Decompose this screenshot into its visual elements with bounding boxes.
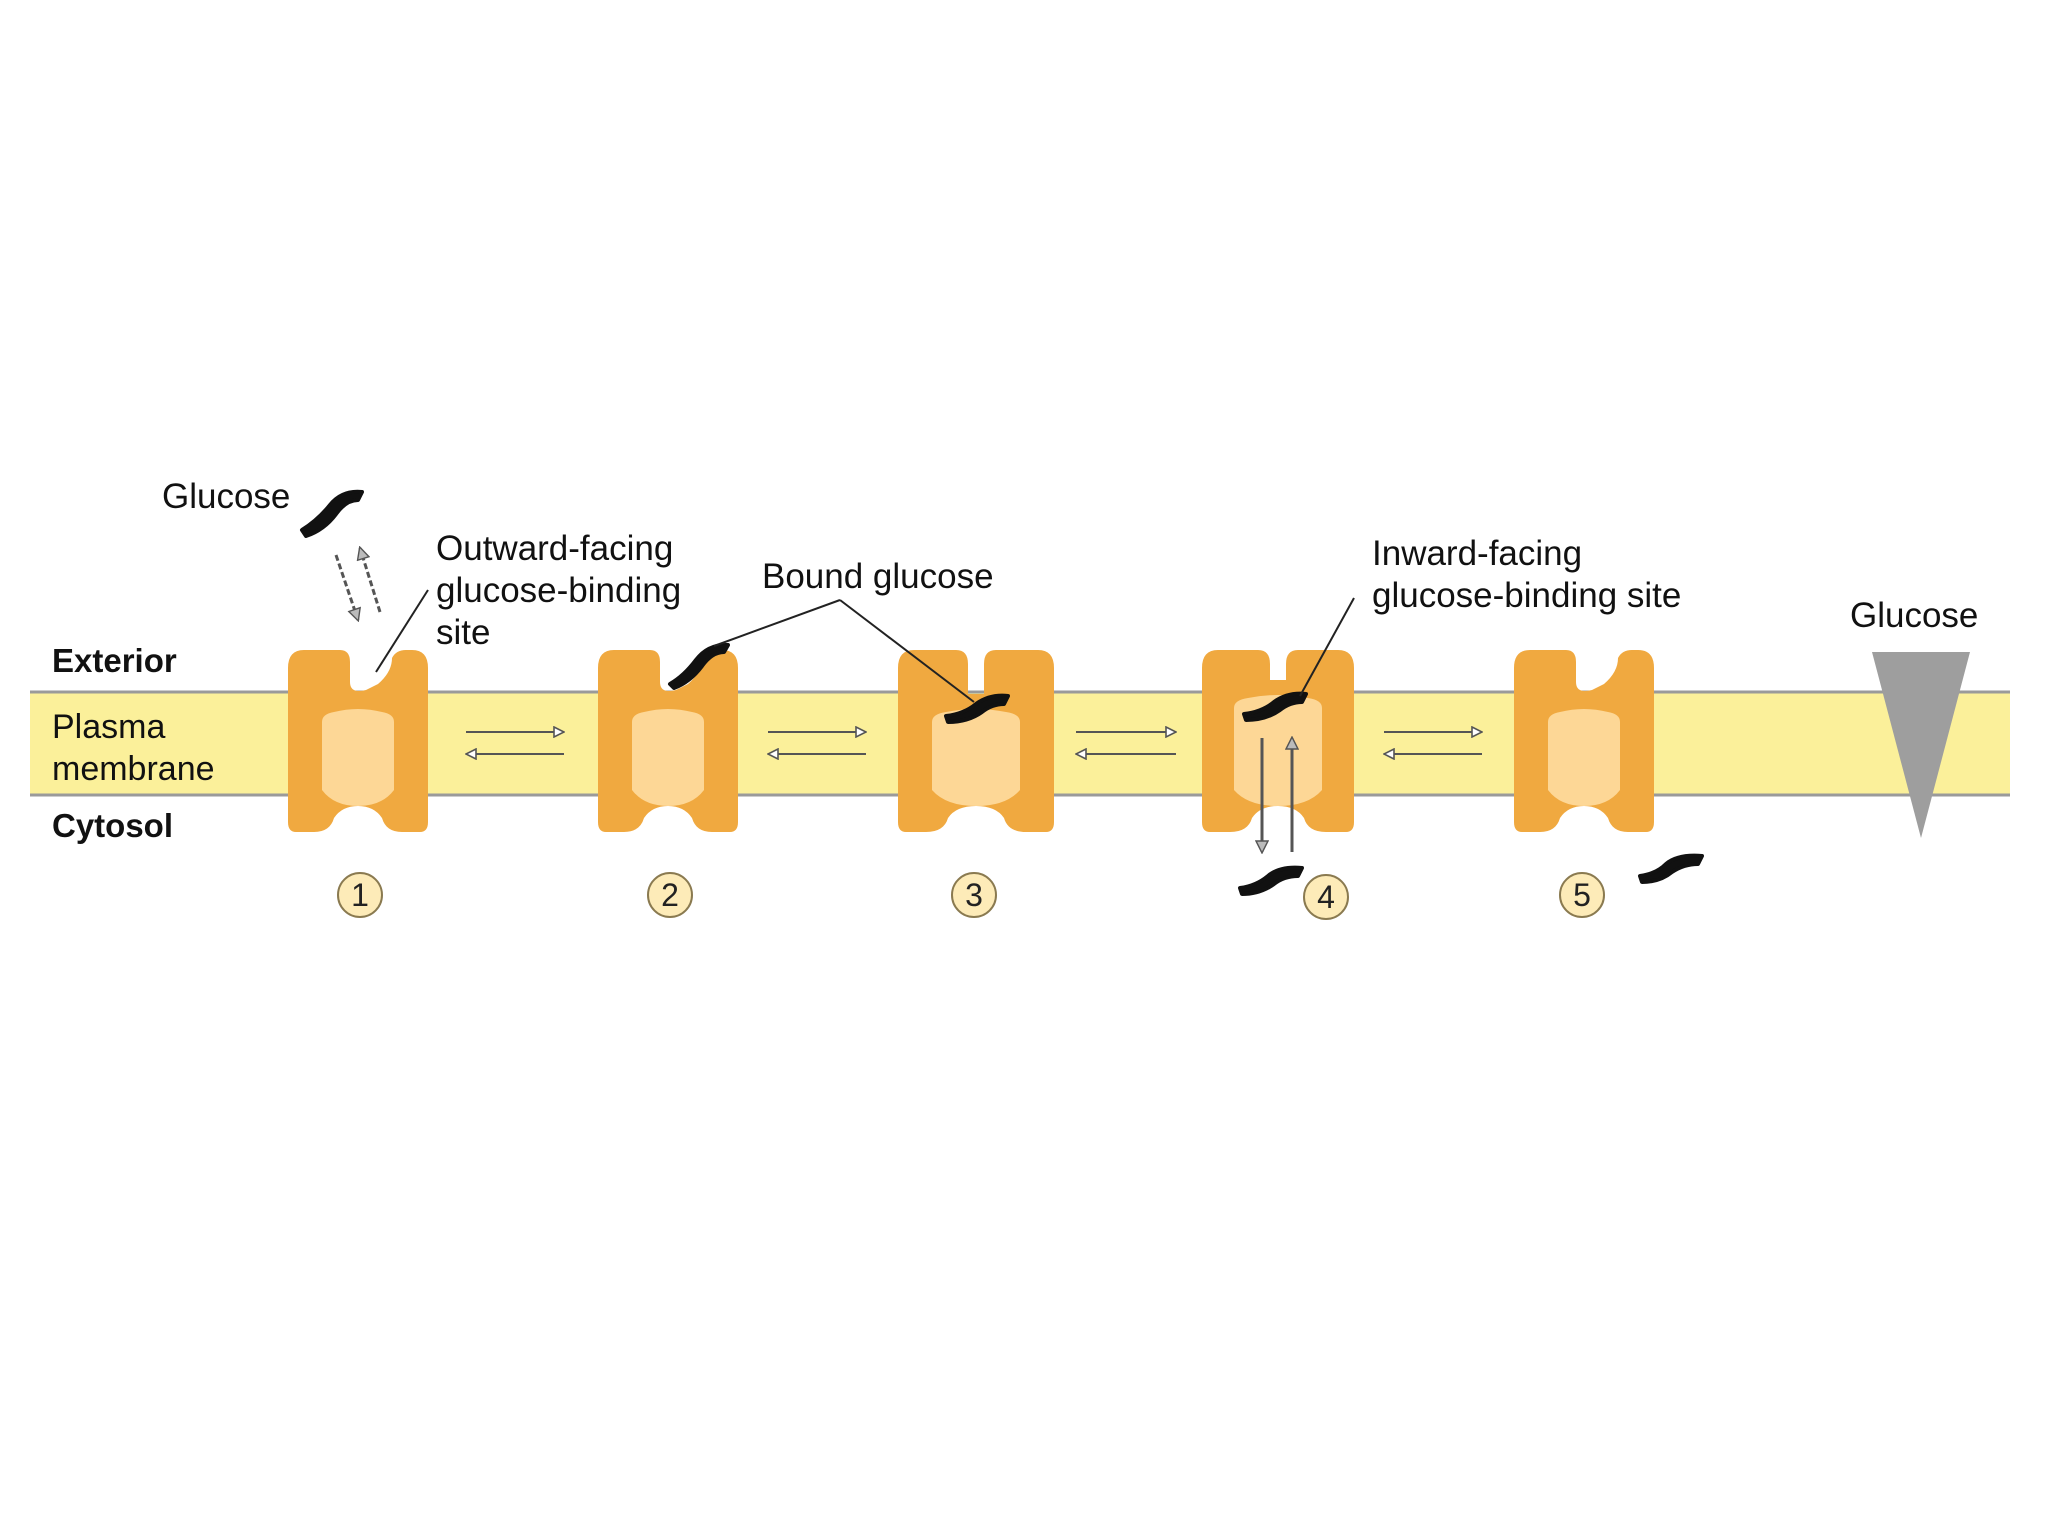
- outward-site-label-line3: site: [436, 613, 490, 652]
- glucose-gradient-label: Glucose: [1850, 596, 1978, 635]
- step-number-5: 5: [1573, 877, 1591, 913]
- outward-site-label-line2: glucose-binding: [436, 571, 681, 610]
- outward-site-label-line1: Outward-facing: [436, 529, 673, 568]
- step-number-2: 2: [661, 877, 679, 913]
- cytosol-label: Cytosol: [52, 807, 173, 844]
- transporter-state-4: [1202, 650, 1354, 832]
- glucose-exterior-label: Glucose: [162, 477, 290, 516]
- step-number-3: 3: [965, 877, 983, 913]
- cytosol-release-arrows: [1262, 738, 1292, 852]
- bound-glucose-label: Bound glucose: [762, 557, 994, 596]
- equilibrium-arrows-2-3: [768, 732, 866, 754]
- plasma-membrane-label-line2: membrane: [52, 750, 215, 788]
- glucose-molecule-released-4: [1238, 865, 1304, 896]
- inward-site-label-line2: glucose-binding site: [1372, 576, 1681, 615]
- step-badge-1: 1: [337, 872, 383, 918]
- step-number-1: 1: [351, 877, 369, 913]
- inward-site-label-line1: Inward-facing: [1372, 534, 1582, 573]
- plasma-membrane-label-line1: Plasma: [52, 708, 165, 746]
- glucose-molecule-bound-3: [944, 693, 1010, 724]
- step-badge-3: 3: [951, 872, 997, 918]
- glucose-gradient-triangle: [1872, 652, 1970, 838]
- transporter-state-3: [898, 650, 1054, 832]
- glucose-molecule-cytosol-5: [1638, 853, 1704, 884]
- callout-lines: [375, 589, 1355, 703]
- glucose-molecule-exterior: [300, 489, 364, 538]
- glucose-molecule-bound-2: [668, 642, 730, 690]
- step-badge-5: 5: [1559, 872, 1605, 918]
- equilibrium-arrows-3-4: [1076, 732, 1176, 754]
- exterior-label: Exterior: [52, 642, 177, 679]
- transporter-state-5: [1514, 650, 1654, 832]
- glucose-molecule-bound-4: [1242, 691, 1308, 722]
- transporter-state-2: [598, 650, 738, 832]
- step-badge-4: 4: [1303, 874, 1349, 920]
- equilibrium-arrows-4-5: [1384, 732, 1482, 754]
- transporter-state-1: [288, 650, 428, 832]
- step-badge-2: 2: [647, 872, 693, 918]
- step-number-4: 4: [1317, 879, 1335, 915]
- equilibrium-arrows-1-2: [466, 732, 564, 754]
- exterior-binding-arrows: [334, 548, 382, 620]
